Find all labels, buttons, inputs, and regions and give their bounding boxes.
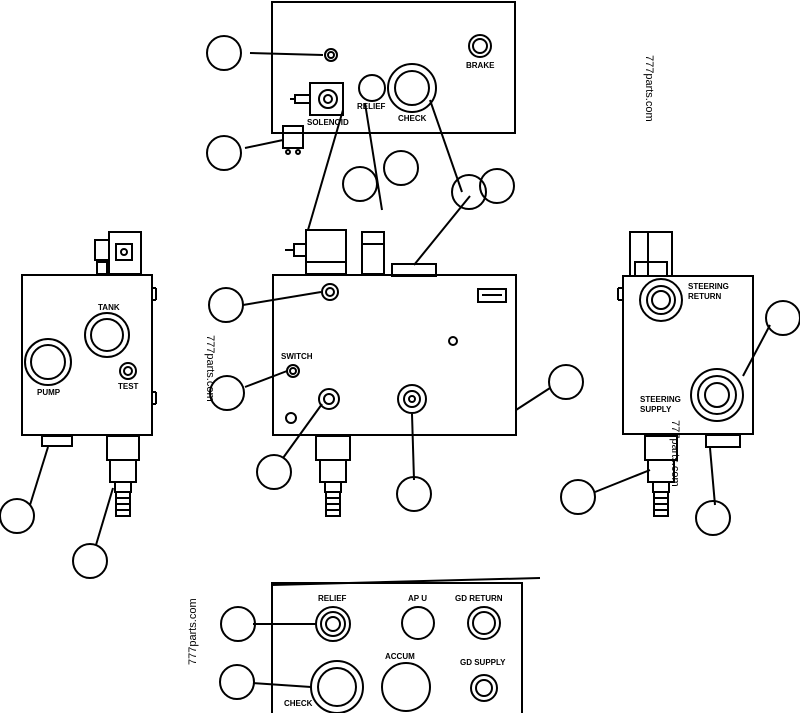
bottom-relief-label: RELIEF [318,594,347,603]
steering-supply-port [690,368,744,422]
apu-port [401,606,435,640]
callout-bubble [451,174,487,210]
pump-port [24,338,72,386]
callout-bubble [256,454,292,490]
right-top-fitting [629,231,673,277]
steering-return-line1: STEERING [688,282,729,291]
callout-bubble [208,287,244,323]
pump-label: PUMP [37,388,61,397]
switch-port [286,364,300,378]
top-check-label: CHECK [398,114,427,123]
top-small-port [324,48,338,62]
bottom-view-block [271,582,523,713]
steering-return-line2: RETURN [688,292,722,301]
steering-supply-line2: SUPPLY [640,405,672,414]
callout-bubble [220,606,256,642]
tank-label: TANK [98,303,120,312]
steering-return-label: STEERING RETURN [688,282,731,301]
right-bottom-nut [705,434,741,448]
top-relief-port [358,74,386,102]
callout-bubble [765,300,800,336]
callout-bubble [0,498,35,534]
top-bottom-fitting [282,125,304,149]
top-solenoid [309,82,344,116]
gd-return-port [467,606,501,640]
test-label: TEST [118,382,139,391]
callout-bubbles [0,35,800,700]
front-small-port [321,283,339,301]
test-port [119,362,137,380]
gd-supply-label: GD SUPPLY [460,658,506,667]
watermark: 777parts.com [204,335,216,402]
left-solenoid [108,231,142,275]
callout-bubble [209,375,245,411]
brake-port [468,34,492,58]
brake-label: BRAKE [466,61,495,70]
gd-return-label: GD RETURN [455,594,503,603]
callout-bubble [560,479,596,515]
top-relief-label: RELIEF [357,102,386,111]
callout-bubble [479,168,515,204]
callout-bubble [206,135,242,171]
left-bottom-nut [41,435,73,447]
watermark: 777parts.com [669,420,681,487]
gd-supply-port [470,674,498,702]
watermark: 777parts.com [187,598,199,665]
front-lower-port-left [318,388,340,410]
callout-bubble [695,500,731,536]
accum-label: ACCUM [385,652,415,661]
callout-bubble [383,150,419,186]
front-relief-cartridge [361,231,385,275]
callout-bubble [72,543,108,579]
steering-supply-line1: STEERING [640,395,681,404]
steering-return-port [639,278,683,322]
left-bottom-fitting [106,435,140,461]
top-view-block [271,1,516,134]
apu-label: AP U [408,594,427,603]
steering-supply-label: STEERING SUPPLY [640,395,683,414]
front-nameplate [477,288,507,303]
callout-bubble [396,476,432,512]
callout-bubble [342,166,378,202]
front-bottom-fitting [315,435,351,461]
callout-bubble [219,664,255,700]
accum-port [381,662,431,712]
left-view-block [21,274,153,436]
watermark: 777parts.com [643,55,655,122]
front-solenoid [305,229,347,275]
top-check-port [387,63,437,113]
front-check-nut [391,263,437,277]
callout-bubble [206,35,242,71]
callout-bubble [548,364,584,400]
switch-label: SWITCH [281,352,313,361]
tank-port [84,312,130,358]
solenoid-label: SOLENOID [307,118,349,127]
front-lower-port-right [397,384,427,414]
bottom-check-label: CHECK [284,699,313,708]
